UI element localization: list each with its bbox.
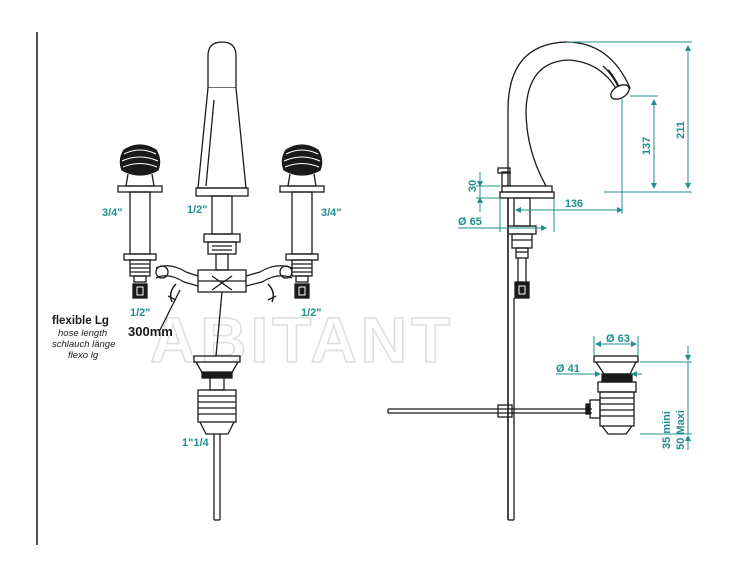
front-spout (195, 41, 249, 255)
thread-center-top: 1/2" (187, 204, 208, 216)
hose-title: flexible Lg (52, 315, 109, 327)
front-right-valve (279, 144, 325, 299)
front-pull-rod (215, 291, 223, 357)
waste-dim-range-max: 50 Maxi (675, 410, 687, 450)
waste-dimensions (556, 336, 692, 450)
dim-reach: 136 (565, 198, 583, 210)
thread-left-bottom: 1/2" (130, 307, 151, 319)
waste-dim-inner-diameter: Ø 41 (556, 363, 580, 375)
thread-right-top: 3/4" (321, 207, 342, 219)
dim-height: 211 (675, 121, 687, 139)
waste-thread: 1"1/4 (182, 437, 210, 449)
waste-dim-top-diameter: Ø 63 (606, 333, 630, 345)
dim-base-diameter: Ø 65 (458, 216, 482, 228)
watermark: ABITANT (150, 304, 454, 376)
hose-line-1: hose length (58, 328, 107, 339)
side-dimensions (458, 41, 692, 232)
front-left-valve (117, 144, 163, 299)
hose-line-3: flexo lg (68, 350, 99, 361)
hose-line-2: schlauch länge (52, 339, 115, 350)
thread-left-top: 3/4" (102, 207, 123, 219)
dim-base-height: 30 (467, 180, 479, 192)
front-waste (193, 355, 241, 521)
front-view (117, 41, 325, 521)
side-gooseneck (507, 41, 631, 187)
thread-right-bottom: 1/2" (301, 307, 322, 319)
front-connectors (155, 253, 293, 303)
hose-pointer-line (159, 289, 181, 331)
waste-dim-range-min: 35 mini (661, 411, 673, 449)
dim-spout-height: 137 (641, 137, 653, 155)
side-view (387, 41, 631, 521)
waste-detail (585, 355, 639, 435)
hose-value: 300mm (128, 324, 173, 339)
